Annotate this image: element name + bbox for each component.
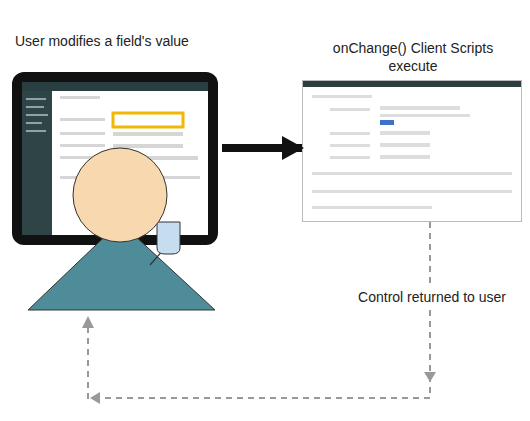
form-field xyxy=(380,114,470,117)
form-field xyxy=(330,144,370,147)
coffee-cup xyxy=(157,222,180,254)
sidebar-items xyxy=(26,98,48,132)
sidebar-item xyxy=(26,130,46,132)
screenshot-topbar xyxy=(303,81,521,87)
form-field xyxy=(60,118,105,121)
form-field xyxy=(60,144,105,147)
form-field xyxy=(312,95,372,98)
form-field xyxy=(60,132,105,135)
node-heading: User modifies a field's value xyxy=(15,32,235,50)
form-field xyxy=(330,156,370,159)
sidebar-item xyxy=(26,114,48,116)
form-field xyxy=(380,131,430,135)
screen-topbar xyxy=(22,82,208,91)
person-head xyxy=(73,148,167,242)
form-button xyxy=(380,120,394,125)
screenshot-box: onChange() Client Scripts execute xyxy=(302,80,522,222)
form-field xyxy=(312,206,432,209)
form-field xyxy=(330,108,370,111)
monitor-frame xyxy=(12,72,218,245)
sidebar-item xyxy=(26,122,42,124)
form-field xyxy=(312,172,512,175)
form-field xyxy=(380,155,430,159)
form-field xyxy=(380,106,460,110)
screenshot-background xyxy=(303,81,521,221)
sidebar-item xyxy=(26,106,44,108)
edge-label: Control returned to user xyxy=(354,286,510,308)
flow-arrowhead xyxy=(90,392,100,404)
form-field xyxy=(330,132,370,135)
node-heading: onChange() Client Scripts execute xyxy=(323,39,503,75)
form-field xyxy=(60,96,100,99)
form-field xyxy=(312,190,512,193)
flow-arrow xyxy=(222,144,302,152)
highlighted-field xyxy=(113,113,183,127)
return-arrow xyxy=(88,222,430,398)
sidebar-item xyxy=(26,98,46,100)
screenshot-fields xyxy=(312,95,512,209)
user-illustration: User modifies a field's value xyxy=(12,72,222,318)
flow-arrowhead xyxy=(424,372,436,382)
form-field xyxy=(113,144,183,148)
form-field xyxy=(380,143,430,147)
form-field xyxy=(113,132,183,136)
screen-sidebar xyxy=(22,91,52,235)
